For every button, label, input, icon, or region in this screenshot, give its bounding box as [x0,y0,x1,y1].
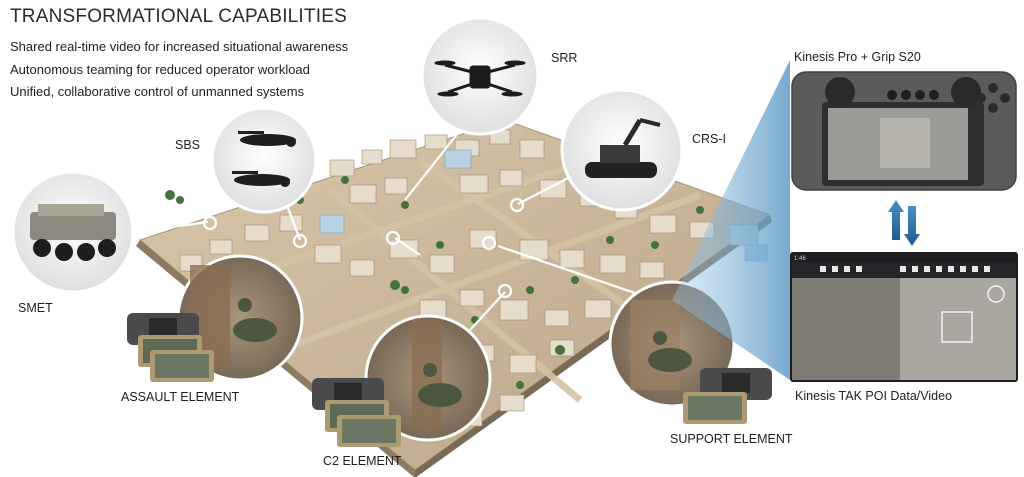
label-assault-element: ASSAULT ELEMENT [121,390,240,404]
assault-controllers [127,313,214,382]
label-support-element: SUPPORT ELEMENT [670,432,793,446]
label-kinesis-pro: Kinesis Pro + Grip S20 [794,50,921,64]
srr-drone-image [420,16,540,136]
page-title: TRANSFORMATIONAL CAPABILITIES [10,6,347,27]
support-controllers [683,368,772,424]
capability-item: Unified, collaborative control of unmann… [10,84,305,99]
sbs-drone-image [210,106,318,214]
label-sbs: SBS [175,138,201,152]
c2-scene-image [364,314,492,442]
label-smet: SMET [18,301,53,315]
capability-item: Shared real-time video for increased sit… [10,39,349,54]
kinesis-tak-tablet [790,252,1018,382]
c2-controllers [312,378,401,447]
label-kinesis-tak: Kinesis TAK POI Data/Video [795,389,953,403]
label-crsi: CRS-I [692,132,727,146]
connector-lines [134,117,656,331]
kinesis-pro-controller [791,71,1017,191]
label-srr: SRR [551,51,578,65]
video-beam [672,60,790,380]
tablet-status-time: 1:46 [794,256,806,262]
sync-arrows-icon [888,200,920,246]
smet-vehicle-image [11,170,135,294]
capabilities-list: Shared real-time video for increased sit… [10,36,348,104]
capability-item: Autonomous teaming for reduced operator … [10,61,310,77]
crsi-robot-image [560,88,684,212]
label-c2-element: C2 ELEMENT [323,454,402,468]
